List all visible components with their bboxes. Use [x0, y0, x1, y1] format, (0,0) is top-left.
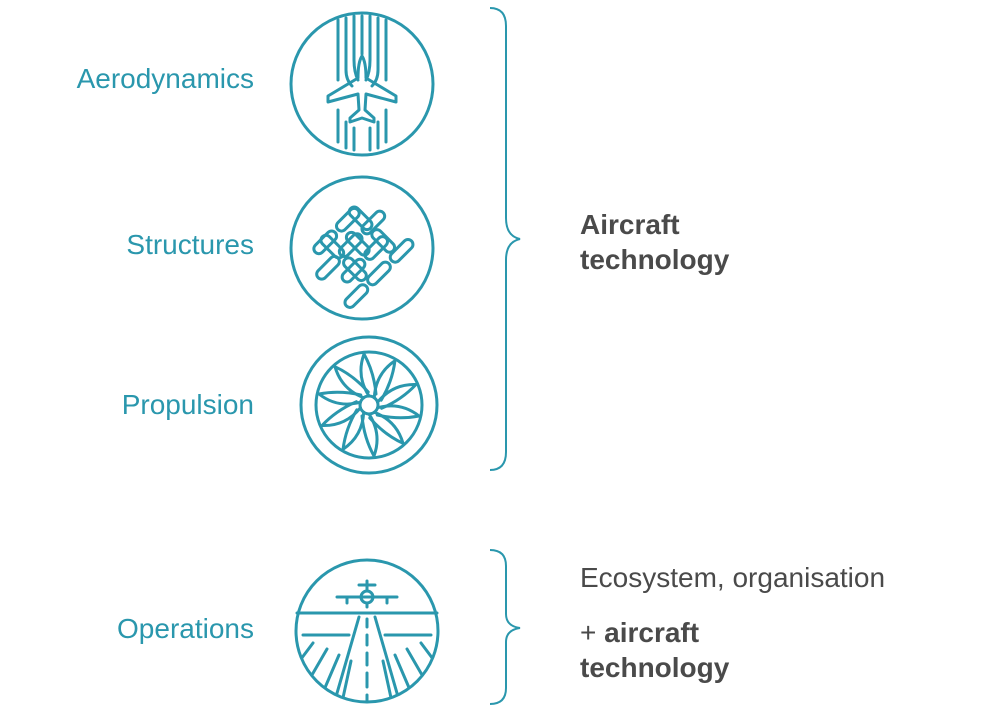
aircraft-word: aircraft: [604, 617, 700, 648]
technology-word: technology: [580, 652, 730, 683]
aircraft-plus-line: + aircraft: [580, 615, 885, 650]
technology-line: technology: [580, 244, 730, 275]
airflow-plane-icon: [289, 11, 435, 157]
ecosystem-line: Ecosystem, organisation: [580, 562, 886, 593]
operations-bracket: [489, 549, 521, 705]
runway-plane-icon: [294, 558, 440, 704]
label-aerodynamics: Aerodynamics: [76, 63, 254, 94]
aircraft-line: Aircraft: [580, 209, 680, 240]
operations-description: Ecosystem, organisation + aircraft techn…: [580, 560, 885, 685]
label-operations: Operations: [117, 613, 254, 644]
aircraft-technology-label: Aircraft technology: [580, 207, 729, 277]
turbofan-icon: [299, 335, 439, 475]
aircraft-technology-bracket: [489, 7, 521, 471]
label-propulsion: Propulsion: [121, 389, 254, 420]
label-structures: Structures: [126, 229, 254, 260]
composite-weave-icon: [289, 175, 435, 321]
plus-sign: +: [580, 617, 605, 648]
